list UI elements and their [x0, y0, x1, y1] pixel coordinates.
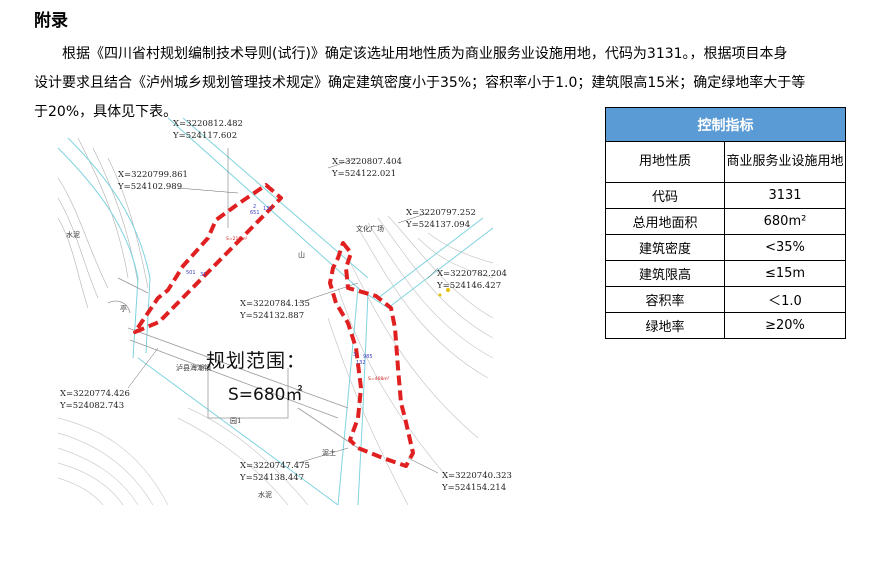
paragraph-line-2: 设计要求且结合《泸州城乡规划管理技术规定》确定建筑密度小于35%；容积率小于1.… [34, 75, 806, 91]
svg-text:2: 2 [253, 204, 256, 210]
paragraph-line-1: 根据《四川省村规划编制技术导则(试行)》确定该选址用地性质为商业服务业设施用地，… [62, 46, 788, 62]
indicator-value: ≥20% [724, 312, 846, 339]
indicator-name: 容积率 [605, 286, 725, 313]
appendix-heading: 附录 [34, 11, 68, 31]
table-header: 控制指标 [605, 107, 846, 142]
planning-scope-title: 规划范围： [206, 350, 307, 372]
indicator-value: ≤15m [724, 260, 846, 287]
indicator-name: 用地性质 [605, 141, 725, 183]
intro-paragraph: 根据《四川省村规划编制技术导则(试行)》确定该选址用地性质为商业服务业设施用地，… [34, 40, 844, 127]
table-row: 建筑密度 <35% [605, 234, 846, 261]
svg-text:S=210m²: S=210m² [226, 236, 248, 242]
pavilion-label: 亭 [120, 305, 127, 313]
svg-text:651: 651 [250, 210, 260, 216]
indicator-name: 绿地率 [605, 312, 725, 339]
svg-text:3: 3 [353, 352, 356, 358]
table-row: 绿地率 ≥20% [605, 312, 846, 339]
svg-text:S=468m²: S=468m² [368, 376, 390, 382]
table-row: 用地性质 商业服务业设施用地 [605, 141, 846, 183]
table-row: 容积率 ＜1.0 [605, 286, 846, 313]
svg-text:985: 985 [363, 354, 373, 360]
svg-text:132: 132 [356, 360, 366, 366]
indicator-value: 商业服务业设施用地 [724, 141, 846, 183]
svg-text:501: 501 [186, 270, 196, 276]
paragraph-line-3: 于20%，具体见下表。 [34, 104, 178, 120]
boundary-left-parcel [133, 183, 283, 334]
boundary-right-parcel [328, 241, 415, 468]
indicator-name: 代码 [605, 182, 725, 209]
indicator-value: 680m² [724, 208, 846, 235]
table-row: 总用地面积 680m² [605, 208, 846, 235]
hill-label: 山 [298, 251, 305, 259]
indicator-name: 总用地面积 [605, 208, 725, 235]
svg-text:132: 132 [263, 206, 273, 212]
control-indicators-table: 控制指标 用地性质 商业服务业设施用地 代码 3131 总用地面积 680m² … [605, 107, 846, 339]
indicator-value: ＜1.0 [724, 286, 846, 313]
road-label-c: 泥土 [322, 449, 336, 457]
county-label: 泸县海潮镇 [176, 364, 211, 372]
culture-square-label: 文化广场 [356, 225, 384, 233]
planning-scope-area: S=680㎡ [228, 385, 303, 405]
indicator-name: 建筑限高 [605, 260, 725, 287]
road-label-b: 水泥 [258, 491, 272, 499]
road-label-a: 水泥 [66, 231, 80, 239]
indicator-value: <35% [724, 234, 846, 261]
indicator-name: 建筑密度 [605, 234, 725, 261]
map-linework: 2 132 651 501 31 3 985 132 S=210m² S=468m² [57, 117, 494, 506]
svg-text:31: 31 [200, 272, 206, 278]
table-row: 代码 3131 [605, 182, 846, 209]
field-label: 园1 [230, 417, 242, 425]
indicator-value: 3131 [724, 182, 846, 209]
table-row: 建筑限高 ≤15m [605, 260, 846, 287]
